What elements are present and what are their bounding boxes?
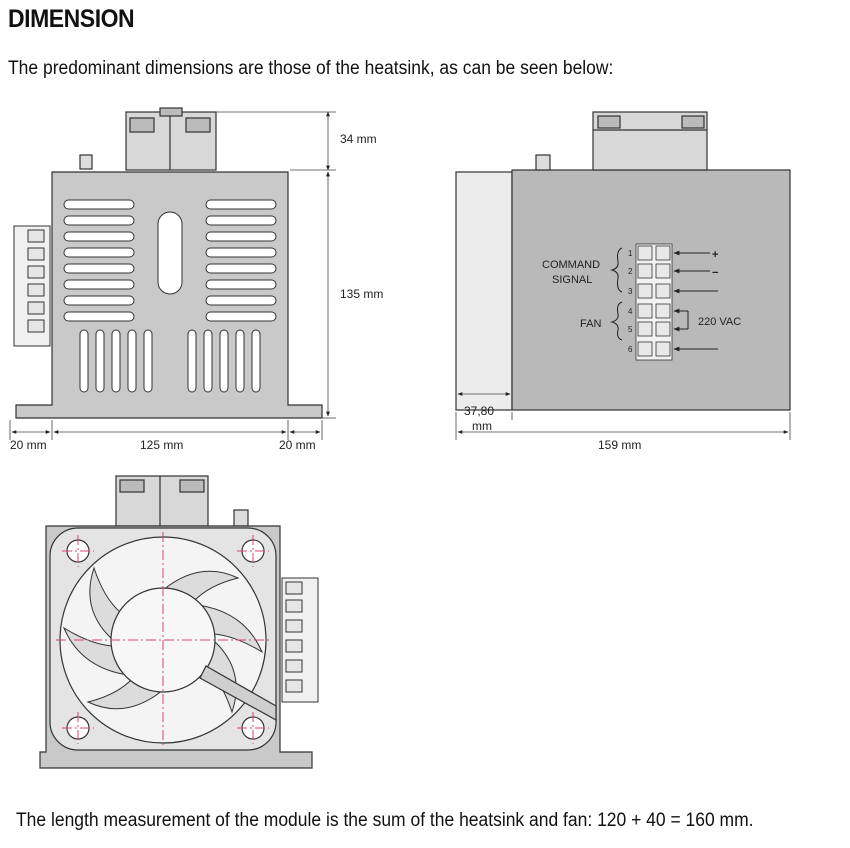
dim-width-center: 125 mm bbox=[140, 438, 183, 452]
dim-height-top: 34 mm bbox=[340, 132, 377, 146]
plus-sign: + bbox=[712, 249, 718, 261]
dim-length: 159 mm bbox=[598, 438, 641, 452]
heatsink-side bbox=[511, 169, 791, 411]
intro-text: The predominant dimensions are those of … bbox=[8, 58, 614, 79]
voltage-label: 220 VAC bbox=[698, 316, 741, 328]
dim-width-left: 20 mm bbox=[10, 438, 47, 452]
terminal-block-fan-view bbox=[281, 577, 319, 703]
dim-width-right: 20 mm bbox=[279, 438, 316, 452]
footer-text: The length measurement of the module is … bbox=[16, 810, 754, 831]
terminal-block-side bbox=[635, 243, 673, 361]
front-view-drawing bbox=[13, 107, 323, 419]
terminal-block-left bbox=[13, 225, 51, 347]
command-signal-label-line1: COMMAND bbox=[542, 259, 600, 271]
terminal-number-6: 6 bbox=[628, 345, 633, 354]
side-view-drawing bbox=[455, 111, 791, 411]
terminal-number-3: 3 bbox=[628, 287, 633, 296]
dim-depth-line1: 37,80 bbox=[464, 404, 494, 418]
fan-housing bbox=[455, 171, 513, 411]
terminal-number-1: 1 bbox=[628, 249, 633, 258]
terminal-number-5: 5 bbox=[628, 325, 633, 334]
fan-view-drawing bbox=[39, 475, 319, 769]
terminal-number-2: 2 bbox=[628, 267, 633, 276]
minus-sign: − bbox=[712, 267, 718, 279]
dim-height-main: 135 mm bbox=[340, 287, 383, 301]
page-title: DIMENSION bbox=[8, 5, 135, 33]
dim-depth-line2: mm bbox=[472, 419, 492, 433]
heatsink-body bbox=[15, 171, 323, 419]
center-lines bbox=[56, 532, 272, 748]
fan-label: FAN bbox=[580, 318, 601, 330]
terminal-number-4: 4 bbox=[628, 307, 633, 316]
command-signal-label-line2: SIGNAL bbox=[552, 274, 592, 286]
